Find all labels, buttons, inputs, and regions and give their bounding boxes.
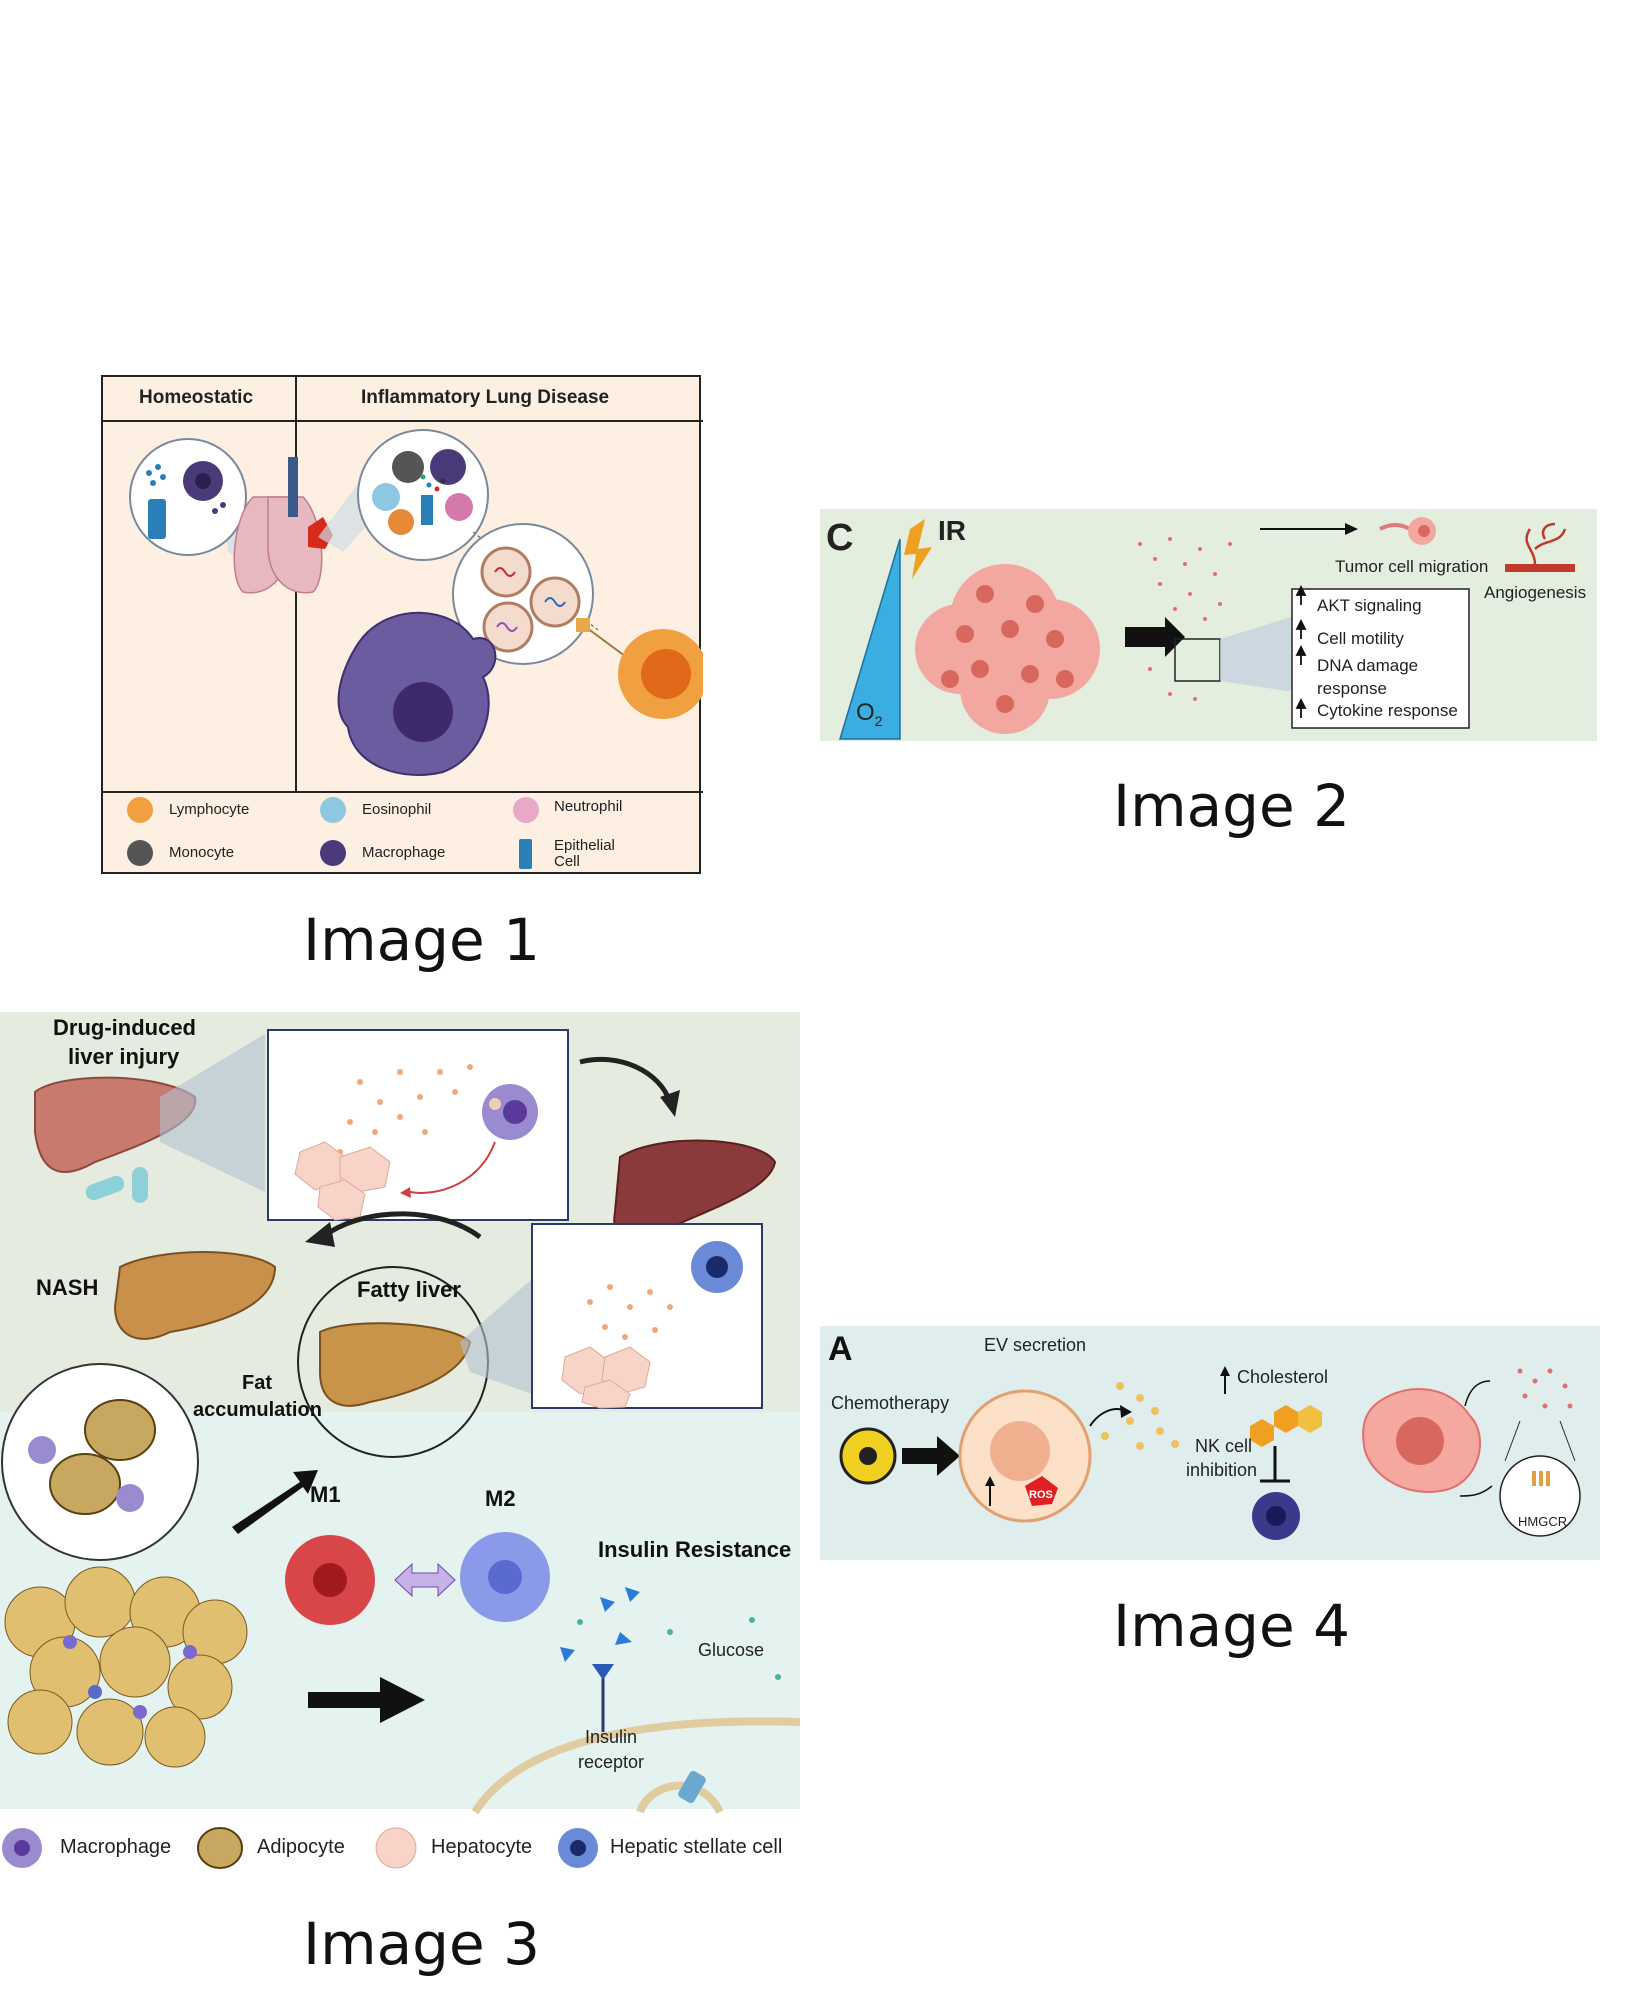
inhibition-label: inhibition	[1186, 1460, 1258, 1480]
migration-label: Tumor cell migration	[1335, 557, 1489, 576]
legend-monocyte: Monocyte	[169, 844, 235, 861]
cholesterol-label: Cholesterol	[1237, 1367, 1329, 1387]
legend-macrophage: Macrophage	[362, 844, 446, 861]
hmgcr-label: HMGCR	[1518, 1514, 1568, 1529]
lung-disease-artwork	[103, 377, 703, 869]
zoom-box	[1174, 638, 1221, 682]
arrow-right-icon	[1125, 617, 1185, 657]
hmgcr-zoom-circle	[1499, 1455, 1581, 1537]
macrophage-cell	[482, 1084, 538, 1140]
monocyte-icon	[127, 840, 153, 866]
lymphocyte-icon	[127, 797, 153, 823]
tumor-hypoxia-figure: C IR O2 Tumor cell migration Angiogenesi…	[820, 509, 1597, 741]
panel-letter-c: C	[826, 517, 854, 559]
drug-induced-label-2: liver injury	[68, 1044, 180, 1069]
legend-adipocyte: Adipocyte	[257, 1836, 345, 1858]
caption-image1: Image 1	[303, 906, 540, 974]
oxygen-gradient-wedge	[838, 538, 901, 740]
legend-stellate: Hepatic stellate cell	[610, 1836, 783, 1858]
ros-label: ROS	[1029, 1489, 1053, 1501]
legend-lymphocyte: Lymphocyte	[169, 801, 250, 818]
pill-icon-2	[132, 1167, 148, 1203]
accumulation-label: accumulation	[193, 1399, 322, 1421]
dna-damage-label: DNA damage	[1317, 656, 1419, 675]
hepatocyte-cluster	[294, 1141, 391, 1221]
legend-eosinophil: Eosinophil	[362, 801, 432, 818]
glucose-label: Glucose	[698, 1640, 765, 1660]
akt-signaling-label: AKT signaling	[1317, 596, 1422, 615]
panel-letter-a: A	[828, 1330, 853, 1368]
macrophage-large	[337, 611, 497, 776]
chemotherapy-ev-figure: A EV secretion Chemotherapy Cholesterol …	[820, 1326, 1600, 1560]
eosinophil-icon	[320, 797, 346, 823]
adipocyte-tissue	[4, 1566, 248, 1768]
neutrophil-icon	[513, 797, 539, 823]
liver-artwork	[0, 1012, 800, 1869]
lymphocyte-large	[576, 618, 703, 719]
cholesterol-molecule-icon	[1250, 1405, 1322, 1447]
legend-hepatocyte-icon	[375, 1827, 417, 1869]
fatty-liver-label: Fatty liver	[357, 1277, 461, 1302]
arrow-up-right	[232, 1470, 318, 1534]
legend-macrophage: Macrophage	[60, 1836, 172, 1858]
vesicle-circle	[452, 523, 599, 665]
angiogenesis-label: Angiogenesis	[1484, 583, 1587, 602]
cell-membrane	[471, 1717, 800, 1815]
double-arrow-icon	[394, 1562, 456, 1598]
macrophage-icon	[320, 840, 346, 866]
m1-label: M1	[310, 1482, 341, 1507]
pill-icon	[85, 1175, 125, 1201]
liver-fatty	[319, 1322, 472, 1407]
migrating-cell-icon	[1379, 517, 1436, 545]
lightning-icon	[904, 519, 932, 579]
legend-neutrophil: Neutrophil	[554, 798, 623, 815]
lungs-icon	[233, 457, 333, 594]
header-homeostatic: Homeostatic	[139, 387, 254, 408]
lung-disease-figure: Homeostatic Inflammatory Lung Disease Ly…	[101, 375, 703, 874]
legend-hepatocyte: Hepatocyte	[431, 1836, 533, 1858]
legend-adipocyte-icon	[197, 1827, 243, 1869]
caption-image2: Image 2	[1113, 772, 1350, 840]
inflammation-zoom-circle	[318, 429, 489, 561]
caption-image3: Image 3	[303, 1910, 540, 1978]
liver-disease-figure: Drug-induced liver injury NASH Fatty liv…	[0, 1012, 800, 1912]
insulin-label: Insulin	[585, 1727, 638, 1747]
legend-epithelial-line2: Cell	[554, 853, 580, 870]
fat-label: Fat	[242, 1372, 272, 1394]
receptor-label: receptor	[578, 1752, 645, 1772]
nk-cell-label: NK cell	[1195, 1436, 1253, 1456]
ros-burst	[1025, 1476, 1058, 1506]
up-arrows	[1295, 584, 1307, 718]
stellate-cell	[691, 1241, 743, 1293]
chemotherapy-label: Chemotherapy	[831, 1393, 950, 1413]
drug-induced-label-1: Drug-induced	[53, 1015, 196, 1040]
dna-response-label: response	[1317, 679, 1387, 698]
header-inflammatory: Inflammatory Lung Disease	[361, 387, 610, 408]
arrow-right-large	[308, 1677, 425, 1723]
o2-label: O2	[856, 699, 883, 729]
m1-macrophage	[285, 1535, 375, 1625]
arrow-right-icon	[902, 1436, 960, 1476]
liver-nash	[113, 1251, 277, 1340]
insulin-resistance-label: Insulin Resistance	[598, 1537, 792, 1562]
ev-secretion-label: EV secretion	[984, 1335, 1087, 1355]
scattered-cells	[1138, 537, 1232, 701]
legend-epithelial-line1: Epithelial	[554, 837, 615, 854]
m2-macrophage	[460, 1532, 550, 1622]
chemo-artwork	[839, 1366, 1581, 1540]
tumor-artwork	[838, 517, 1575, 740]
epithelial-cell-icon	[519, 839, 532, 869]
blood-vessel-icon	[1505, 522, 1575, 572]
cytokine-response-label: Cytokine response	[1317, 701, 1458, 720]
caption-image4: Image 4	[1113, 1592, 1350, 1660]
tumor-mass	[915, 564, 1100, 734]
effects-box	[1291, 588, 1470, 729]
ir-label: IR	[938, 515, 966, 546]
nash-label: NASH	[36, 1275, 99, 1300]
m2-label: M2	[485, 1486, 516, 1511]
cell-motility-label: Cell motility	[1317, 629, 1404, 648]
